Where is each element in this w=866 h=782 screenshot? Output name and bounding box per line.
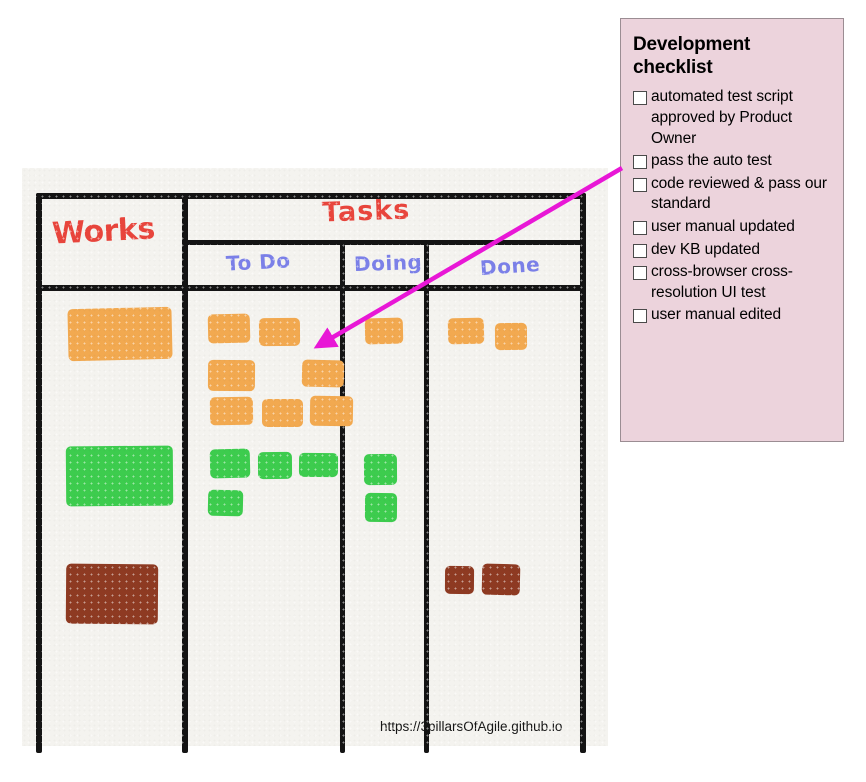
sticky-note: [444, 565, 475, 595]
group-header-tasks: Tasks: [321, 194, 411, 229]
checklist-item-label: user manual updated: [651, 218, 795, 235]
board-body-top-line: [36, 285, 586, 291]
checklist-item-label: cross-browser cross-resolution UI test: [651, 263, 793, 301]
board-subheader-line: [182, 240, 586, 245]
sticky-note: [309, 395, 354, 427]
sticky-note: [67, 306, 173, 362]
board-column-divider-todo: [340, 240, 345, 753]
whiteboard-photo: Works Tasks To Do Doing Done https://3pi…: [22, 168, 608, 753]
sticky-note: [447, 317, 485, 345]
checklist-item-label: pass the auto test: [651, 152, 772, 170]
board-url-caption: https://3pillarsOfAgile.github.io: [380, 719, 563, 734]
sticky-note: [494, 322, 528, 351]
checkbox-icon[interactable]: [633, 221, 647, 235]
sticky-note: [207, 359, 256, 392]
column-header-done: Done: [479, 251, 541, 281]
checkbox-icon[interactable]: [633, 243, 647, 258]
sticky-note: [209, 448, 251, 479]
board-column-divider-doing: [424, 240, 429, 753]
board-column-divider-works: [182, 193, 188, 753]
board-frame-left-line: [36, 193, 42, 753]
checklist-item[interactable]: user manual updated: [633, 217, 833, 238]
checkbox-icon[interactable]: [633, 91, 647, 106]
sticky-note: [207, 489, 244, 517]
checklist-item[interactable]: user manual edited: [633, 305, 833, 326]
board-frame-top-line: [36, 193, 586, 199]
sticky-note: [65, 563, 159, 625]
checklist-item-label: code reviewed & pass our standard: [651, 174, 827, 213]
checkbox-icon[interactable]: [633, 155, 647, 170]
checklist-item[interactable]: automated test script approved by Produc…: [633, 87, 833, 149]
checklist-item-label: automated test script approved by Produc…: [651, 88, 793, 147]
development-checklist-panel: Development checklist automated test scr…: [620, 18, 844, 442]
checklist-item[interactable]: pass the auto test: [633, 151, 833, 172]
checkbox-icon[interactable]: [633, 309, 647, 324]
column-header-works: Works: [51, 211, 156, 252]
sticky-note: [363, 453, 398, 486]
checklist-item[interactable]: cross-browser cross-resolution UI test: [633, 262, 833, 303]
sticky-note: [262, 399, 303, 427]
board-frame-right-line: [580, 193, 586, 753]
checklist-item-label: user manual edited: [651, 306, 782, 324]
checklist-item[interactable]: code reviewed & pass our standard: [633, 174, 833, 215]
sticky-note: [481, 563, 521, 596]
checklist-item[interactable]: dev KB updated: [633, 240, 833, 261]
checklist-item-label: dev KB updated: [651, 240, 760, 258]
sticky-note: [65, 445, 174, 507]
checklist-title: Development checklist: [633, 34, 751, 79]
column-header-doing: Doing: [353, 249, 423, 277]
sticky-note: [298, 452, 339, 478]
sticky-note: [258, 317, 301, 347]
sticky-note: [257, 451, 293, 480]
sticky-note: [301, 359, 345, 388]
sticky-note: [207, 313, 251, 344]
sticky-note: [364, 492, 398, 523]
sticky-note: [209, 396, 254, 426]
sticky-note: [364, 317, 404, 345]
checklist-items-list: automated test script approved by Produc…: [633, 87, 833, 326]
checkbox-icon[interactable]: [633, 177, 647, 192]
checkbox-icon[interactable]: [633, 266, 647, 281]
column-header-todo: To Do: [225, 248, 292, 276]
